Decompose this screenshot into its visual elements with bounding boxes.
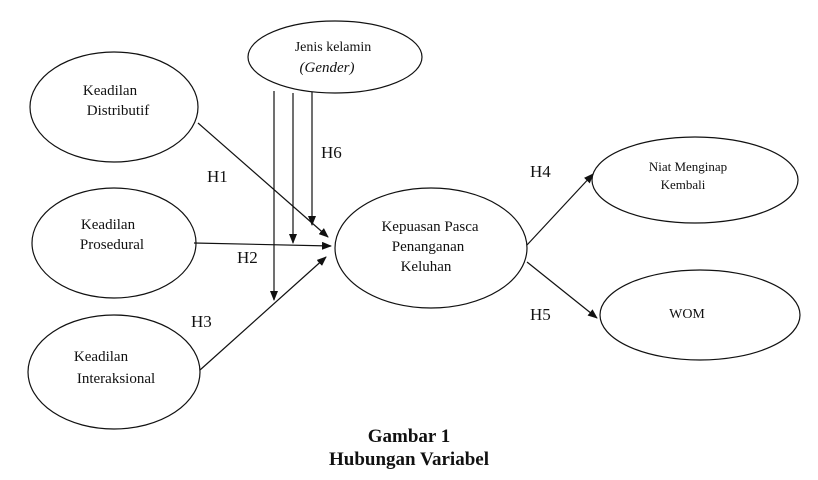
figure-caption-title: Gambar 1	[367, 426, 451, 447]
hypothesis-h4: H4	[530, 162, 551, 181]
arrow-h5	[526, 261, 598, 319]
arrow-h2	[193, 241, 332, 250]
label-niat-line1: Niat Menginap	[649, 159, 727, 174]
figure-caption-subtitle: Hubungan Variabel	[329, 449, 489, 470]
label-kepuasan-line1: Kepuasan Pasca	[381, 219, 478, 235]
hypothesis-h3: H3	[191, 312, 212, 331]
arrow-h1	[197, 122, 329, 238]
label-distributif-line2: Distributif	[87, 103, 150, 119]
label-interaksional-line1: Keadilan	[74, 349, 129, 365]
label-niat-line2: Kembali	[661, 177, 706, 192]
node-jenis-kelamin	[247, 20, 423, 94]
label-kepuasan-line2: Penanganan	[392, 239, 465, 255]
arrow-h4	[526, 173, 594, 246]
label-prosedural-line1: Keadilan	[81, 217, 136, 233]
node-keadilan-interaksional	[27, 314, 201, 430]
label-interaksional-line2: Interaksional	[77, 371, 155, 387]
label-kepuasan-line3: Keluhan	[401, 259, 452, 275]
label-distributif-line1: Keadilan	[83, 83, 138, 99]
hypothesis-h2: H2	[237, 248, 258, 267]
node-kepuasan	[334, 187, 528, 309]
label-wom: WOM	[669, 307, 705, 322]
label-gender-line1: Jenis kelamin	[295, 40, 372, 55]
hypothesis-h6: H6	[321, 143, 342, 162]
hypothesis-h1: H1	[207, 167, 228, 186]
hypothesis-h5: H5	[530, 305, 551, 324]
label-prosedural-line2: Prosedural	[80, 237, 144, 253]
label-gender-line2: (Gender)	[300, 60, 355, 76]
node-keadilan-distributif	[29, 51, 199, 163]
node-wom	[599, 269, 801, 361]
arrow-h3	[199, 256, 327, 371]
